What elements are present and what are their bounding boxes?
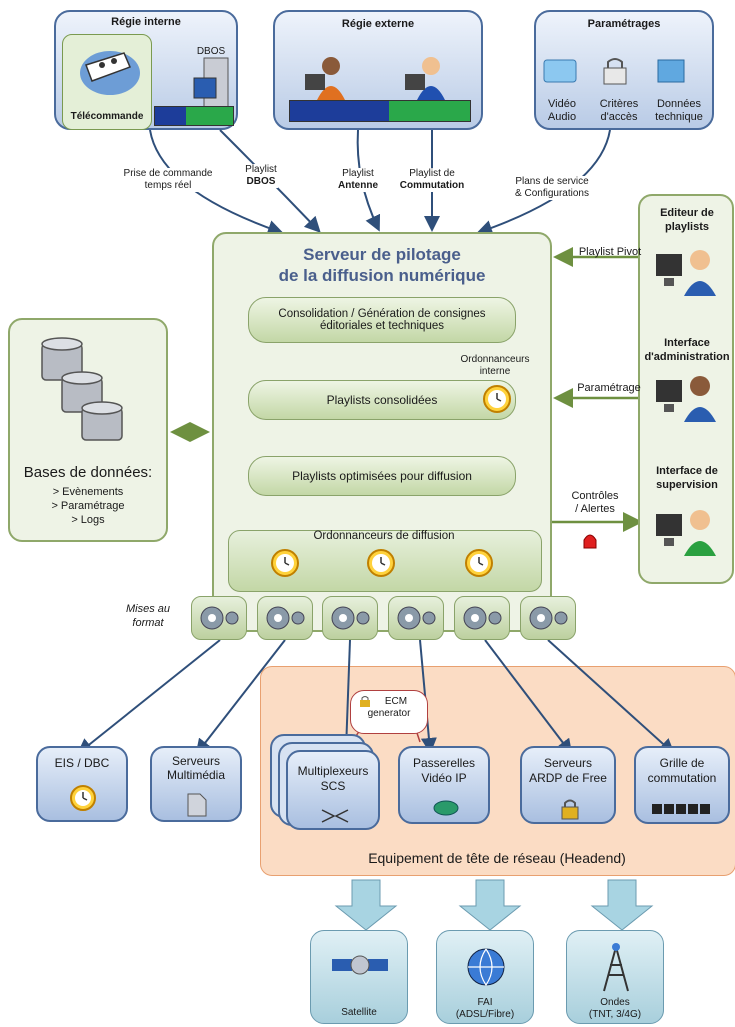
clock-icon <box>367 549 395 577</box>
databases-item: > Evènements <box>52 486 124 498</box>
controles-alertes-label: Contrôles/ Alertes <box>571 490 619 515</box>
eis-dbc-box: EIS / DBC <box>36 746 128 822</box>
criteres-label: Critères d'accès <box>599 98 639 123</box>
formatter-gear-box <box>191 596 247 640</box>
regie-interne-box: Régie interne Télécommande DBOS <box>54 10 238 130</box>
dbos-label: DBOS <box>196 46 226 57</box>
alarm-light-icon <box>583 534 597 549</box>
video-audio-label: Vidéo Audio <box>547 98 577 123</box>
database-icon <box>41 337 123 441</box>
server-tower-icon <box>193 57 229 111</box>
operator-icon <box>405 57 445 100</box>
gear-icon <box>397 606 436 630</box>
gear-icon <box>331 606 370 630</box>
user-at-screen-icon <box>656 376 716 422</box>
lock-icon <box>561 799 579 820</box>
satellite-icon <box>332 955 388 975</box>
gear-icon <box>529 606 568 630</box>
lock-icon <box>360 696 370 707</box>
timeline-strip <box>154 106 234 126</box>
formatter-gear-box <box>454 596 510 640</box>
gear-icon <box>463 606 502 630</box>
databases-item: > Paramétrage <box>51 500 125 512</box>
clock-icon <box>483 385 511 413</box>
parametrage-label: Paramétrage <box>577 382 641 394</box>
formatter-gear-box <box>257 596 313 640</box>
step-playlists-consolidees: Playlists consolidées <box>248 380 516 420</box>
regie-externe-title: Régie externe <box>341 18 415 30</box>
step-playlists-optimisees: Playlists optimisées pour diffusion <box>248 456 516 496</box>
headend-label: Equipement de tête de réseau (Headend) <box>368 850 626 866</box>
video-icon <box>543 59 577 83</box>
clock-icon <box>465 549 493 577</box>
parametrages-box: Paramétrages Vidéo Audio Critères d'accè… <box>534 10 714 130</box>
multiplexer-icon <box>321 809 349 823</box>
databases-title: Bases de données: <box>23 464 153 481</box>
timeline-strip <box>289 100 471 122</box>
parametrages-title: Paramétrages <box>587 18 661 30</box>
lock-icon <box>603 58 627 85</box>
right-panel <box>638 194 734 584</box>
regie-externe-box: Régie externe <box>273 10 483 130</box>
telecommande-panel: Télécommande <box>62 34 152 130</box>
remote-control-icon <box>80 51 140 95</box>
plans-service-label: Plans de service& Configurations <box>508 176 596 200</box>
formatter-gear-box <box>322 596 378 640</box>
gear-icon <box>266 606 305 630</box>
data-icon <box>657 59 685 83</box>
router-icon <box>433 800 459 816</box>
clock-icon <box>70 785 96 811</box>
satellite-box: Satellite <box>310 930 408 1024</box>
globe-icon <box>467 948 505 987</box>
user-at-screen-icon <box>656 510 716 556</box>
ordonnanceurs-diffusion-label: Ordonnanceurs de diffusion <box>313 530 455 542</box>
antenna-icon <box>603 943 629 992</box>
regie-interne-title: Régie interne <box>111 16 181 28</box>
playlist-pivot-label: Playlist Pivot <box>578 246 642 258</box>
media-file-icon <box>187 793 207 817</box>
clock-icon <box>271 549 299 577</box>
databases-item: > Logs <box>71 514 105 526</box>
formatter-gear-box <box>388 596 444 640</box>
gear-icon <box>200 606 239 630</box>
fai-box: FAI(ADSL/Fibre) <box>436 930 534 1024</box>
operator-icon <box>305 57 345 100</box>
formatter-gear-box <box>520 596 576 640</box>
ondes-box: Ondes(TNT, 3/4G) <box>566 930 664 1024</box>
telecommande-label: Télécommande <box>70 111 144 122</box>
switch-grid-icon <box>652 804 710 814</box>
user-at-screen-icon <box>656 250 716 296</box>
databases-box: Bases de données: > Evènements > Paramét… <box>8 318 168 542</box>
donnees-label: Données technique <box>655 98 703 123</box>
